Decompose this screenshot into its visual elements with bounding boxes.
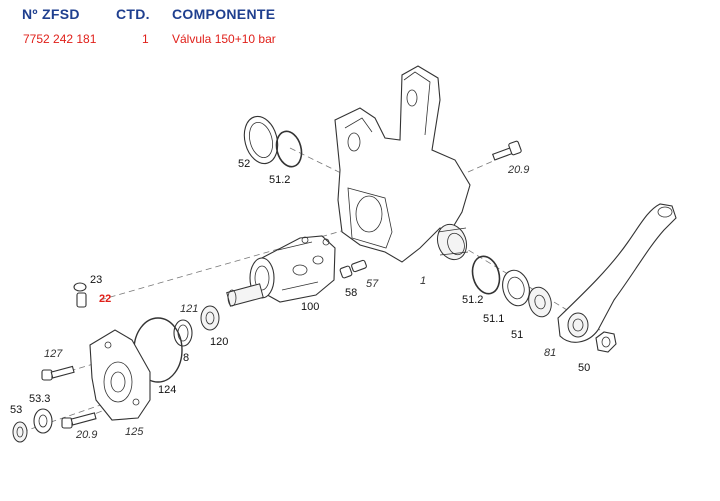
header-part-number: Nº ZFSD: [22, 6, 80, 22]
callout-51: 51: [511, 329, 523, 341]
row-part-number: 7752 242 181: [23, 32, 97, 46]
part-120-bearing: [200, 305, 220, 331]
callout-20-9-top: 20.9: [507, 164, 529, 176]
part-53-washer: [12, 421, 28, 443]
callout-23: 23: [90, 274, 102, 286]
part-81-pitman-arm: [557, 203, 677, 343]
part-22-plug: [76, 292, 87, 308]
part-51-1-seal: [502, 269, 530, 307]
callout-81: 81: [544, 347, 556, 359]
part-100-valve-body: [226, 235, 336, 307]
header-quantity: CTD.: [116, 6, 150, 22]
callout-53-3: 53.3: [29, 393, 50, 405]
part-51-2-snap-ring-bottom: [471, 255, 501, 295]
part-51-2-snap-ring-top: [275, 130, 303, 168]
part-53-3-seal: [33, 408, 53, 434]
part-20-9-bolt-bottom: [61, 412, 97, 429]
callout-1: 1: [420, 275, 426, 287]
part-50-nut: [595, 331, 617, 353]
callout-57: 57: [366, 278, 379, 290]
callout-58: 58: [345, 287, 357, 299]
callout-20-9-bottom: 20.9: [75, 429, 97, 441]
callout-124: 124: [158, 384, 176, 396]
callout-51-1: 51.1: [483, 313, 504, 325]
part-58-fitting: [339, 265, 353, 279]
part-125-valve-cover: [89, 329, 151, 421]
callout-121: 121: [180, 303, 198, 315]
callout-22: 22: [99, 293, 111, 305]
callout-127: 127: [44, 348, 63, 360]
callout-52: 52: [238, 158, 250, 170]
callout-50: 50: [578, 362, 590, 374]
header-component: COMPONENTE: [172, 6, 276, 22]
part-57-fitting: [351, 259, 367, 273]
part-20-9-bolt-top: [491, 140, 522, 161]
callout-51-2-top: 51.2: [269, 174, 290, 186]
part-1-gear-housing: [334, 65, 471, 263]
callout-53: 53: [10, 404, 22, 416]
callout-100: 100: [301, 301, 319, 313]
part-52-ring: [243, 115, 279, 165]
part-8-o-ring: [173, 319, 193, 347]
part-51-washer: [528, 286, 552, 318]
part-23-cap: [73, 282, 87, 292]
row-component: Válvula 150+10 bar: [172, 32, 276, 46]
part-127-bolt: [41, 365, 75, 381]
row-quantity: 1: [142, 32, 149, 46]
callout-8: 8: [183, 352, 189, 364]
callout-51-2-bottom: 51.2: [462, 294, 483, 306]
callout-125: 125: [125, 426, 144, 438]
callout-120: 120: [210, 336, 228, 348]
